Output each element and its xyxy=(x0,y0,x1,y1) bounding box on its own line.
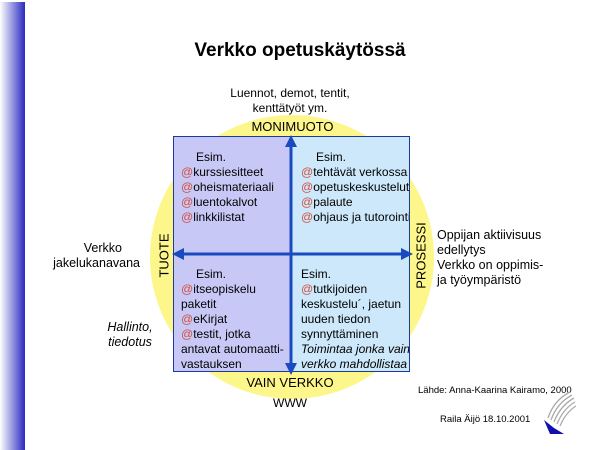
top-note: Luennot, demot, tentit,kenttätyöt ym. xyxy=(230,86,350,115)
list-item: paketit xyxy=(181,297,217,311)
list-item: antavat automaatti- xyxy=(181,342,284,356)
list-item: @testit, jotka xyxy=(181,327,251,341)
list-item: @palaute xyxy=(301,195,353,209)
list-item: @luentokalvot xyxy=(181,195,258,209)
list-item: @itseopiskelu xyxy=(181,282,256,296)
quadrant-bottom-right: Esim. @tutkijoiden keskustelu´, jaetun u… xyxy=(291,254,409,371)
list-item: @linkkilistat xyxy=(181,210,245,224)
logo-icon xyxy=(544,391,577,434)
slide-edge-gradient xyxy=(0,2,25,450)
quadrant-head: Esim. xyxy=(316,150,346,164)
left-italic-note: Hallinto,tiedotus xyxy=(107,320,153,349)
bottom-note: WWW xyxy=(273,396,307,410)
list-item: @opetuskeskustelut xyxy=(301,180,409,194)
quadrant-top-left: Esim. @kurssiesitteet @oheismateriaali @… xyxy=(174,137,291,254)
list-item: keskustelu´, jaetun xyxy=(301,297,402,311)
list-item: @kurssiesitteet xyxy=(181,165,264,179)
axis-arrows xyxy=(172,135,413,375)
list-item: uuden tiedon xyxy=(301,312,371,326)
quadrant-square: Esim. @kurssiesitteet @oheismateriaali @… xyxy=(172,135,413,375)
axis-label-bottom: VAIN VERKKO xyxy=(246,375,334,390)
list-item: vastauksen xyxy=(181,357,242,371)
quadrant-top-right: Esim. @tehtävät verkossa @opetuskeskuste… xyxy=(291,137,409,254)
italic-note: Toimintaa jonka vain xyxy=(301,342,409,356)
italic-note: verkko mahdollistaa xyxy=(301,357,408,371)
quadrant-bottom-left: Esim. @itseopiskelu paketit @eKirjat @te… xyxy=(174,254,291,371)
quadrant-head: Esim. xyxy=(196,267,226,281)
author-date: Raila Äijö 18.10.2001 xyxy=(440,414,531,425)
list-item: @tutkijoiden xyxy=(301,282,368,296)
list-item: @oheismateriaali xyxy=(181,180,274,194)
list-item: @ohjaus ja tutorointi xyxy=(301,210,409,224)
list-item: synnyttäminen xyxy=(301,327,379,341)
axis-label-top: MONIMUOTO xyxy=(251,119,334,134)
slide-title: Verkko opetuskäytössä xyxy=(194,40,406,61)
list-item: @tehtävät verkossa xyxy=(301,165,408,179)
quadrant-head: Esim. xyxy=(301,267,331,281)
source-note: Lähde: Anna-Kaarina Kairamo, 2000 xyxy=(418,385,572,396)
list-item: @eKirjat xyxy=(181,312,228,326)
quadrant-head: Esim. xyxy=(196,150,226,164)
